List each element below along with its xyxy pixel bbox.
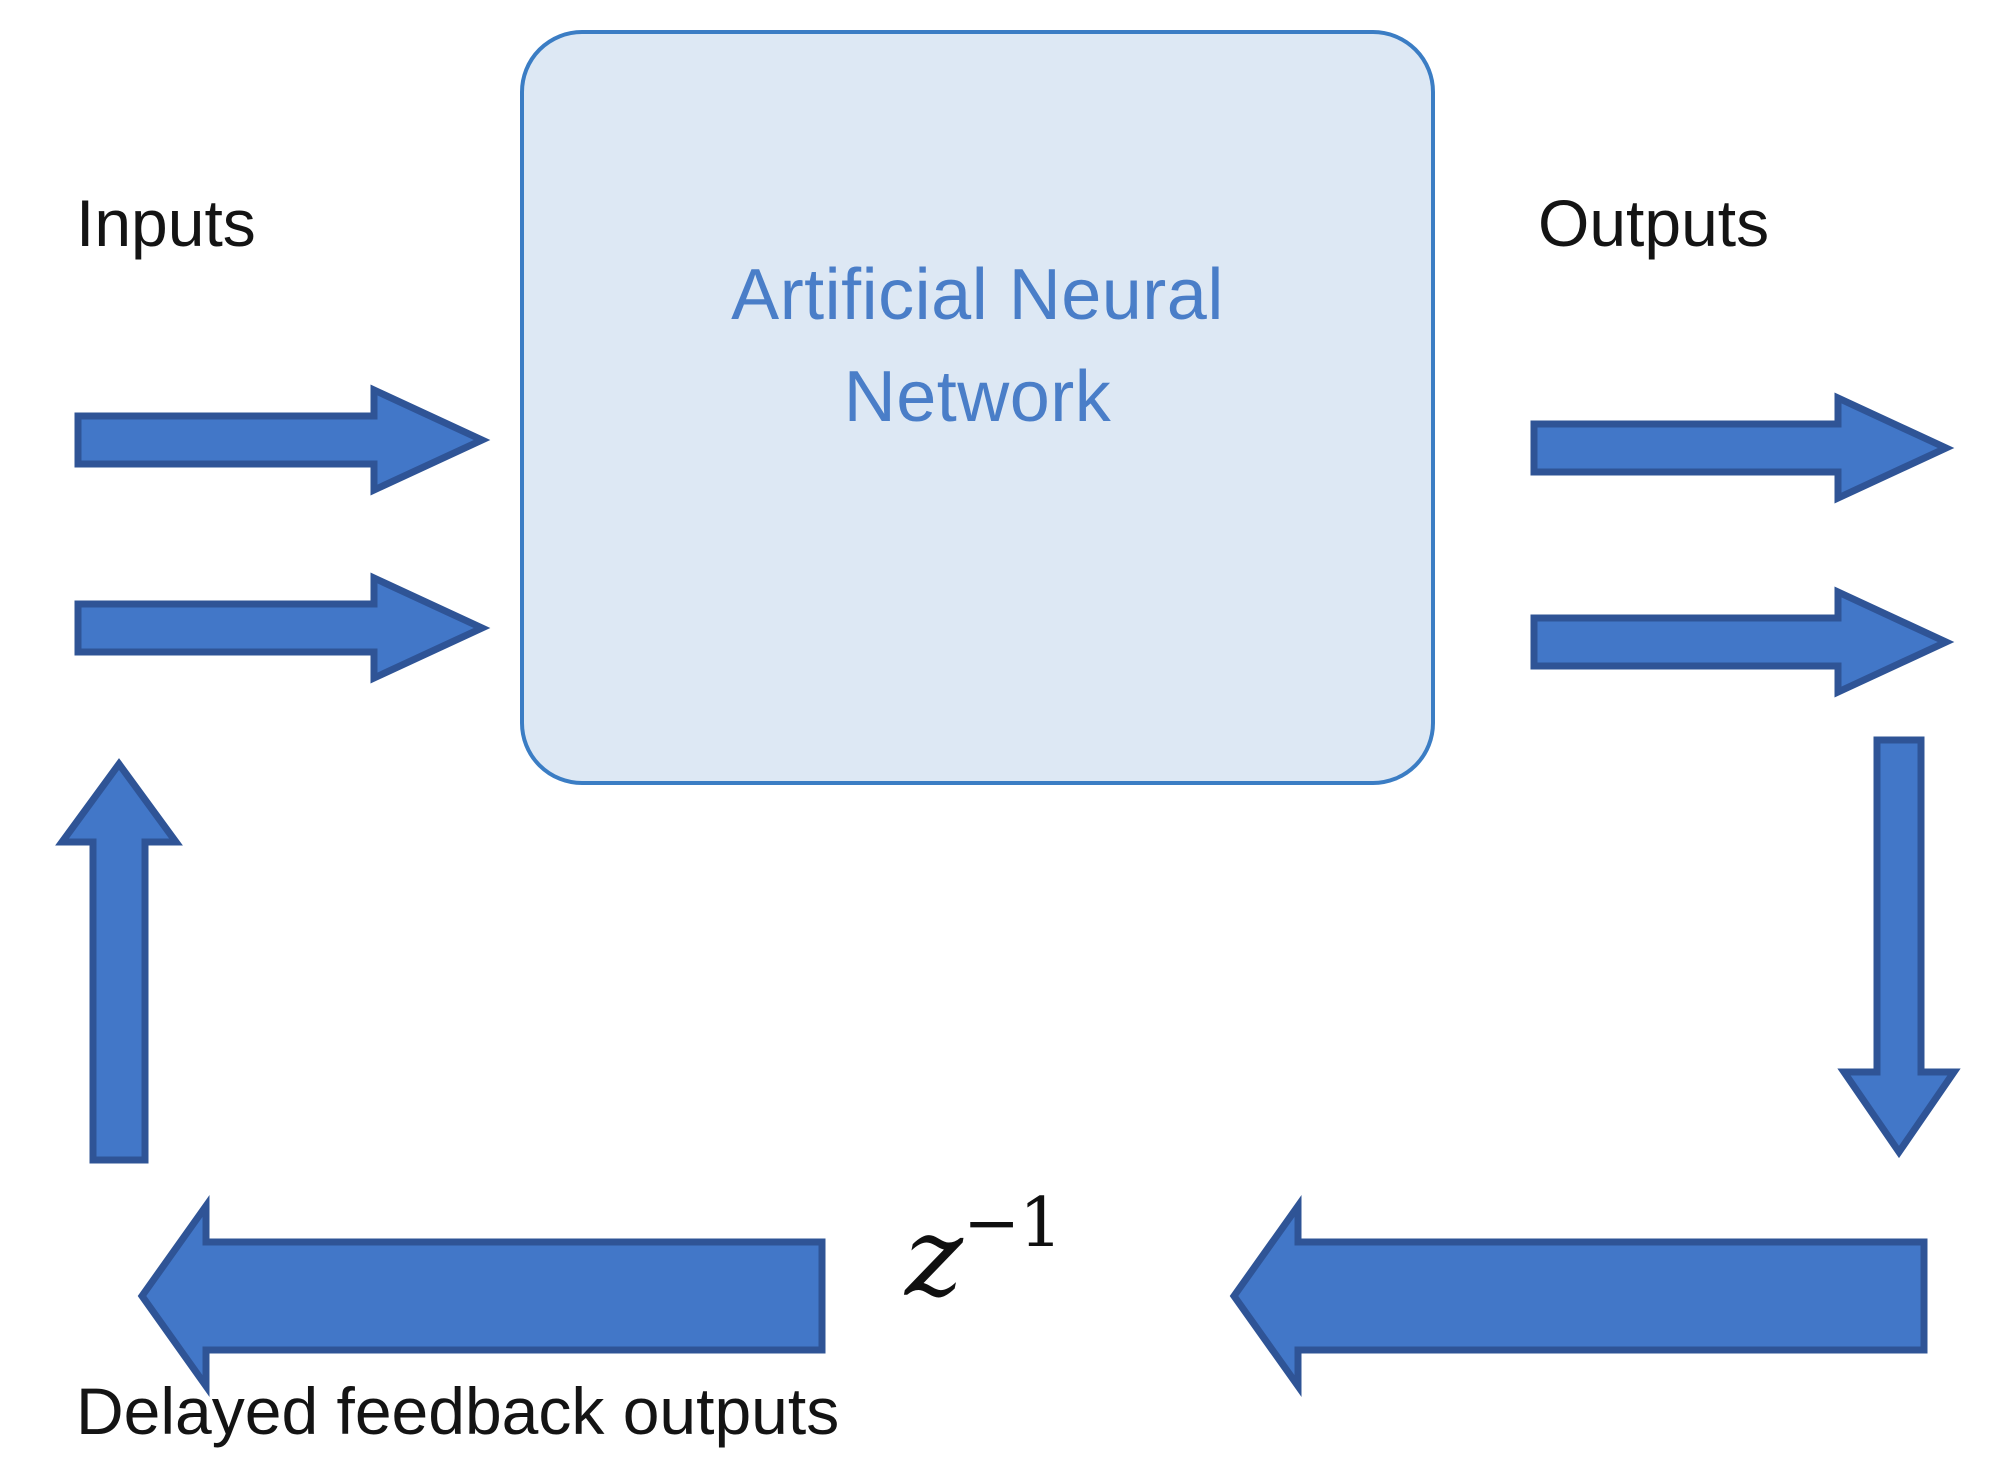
input-arrow-1-icon — [74, 384, 491, 496]
delayed-feedback-outputs-label: Delayed feedback outputs — [76, 1374, 840, 1448]
outputs-label: Outputs — [1538, 186, 1770, 260]
ann-block-label-line-1: Artificial Neural — [731, 255, 1224, 335]
unit-delay-exponent: −1 — [962, 1184, 1063, 1263]
ann-block-label-line-2: Network — [843, 357, 1112, 438]
unit-delay-label: z−1 — [905, 1189, 1062, 1312]
feedback-left-arrow-left-icon — [136, 1195, 826, 1397]
inputs-label: Inputs — [76, 186, 256, 260]
output-arrow-2-icon — [1530, 586, 1955, 698]
feedback-up-arrow-icon — [55, 758, 183, 1164]
feedback-left-arrow-right-icon — [1228, 1195, 1928, 1397]
unit-delay-base: z — [905, 1193, 963, 1322]
ann-block: Artificial Neural Network — [520, 30, 1435, 785]
feedback-down-arrow-icon — [1837, 736, 1961, 1159]
output-arrow-1-icon — [1530, 392, 1955, 504]
input-arrow-2-icon — [74, 572, 491, 684]
